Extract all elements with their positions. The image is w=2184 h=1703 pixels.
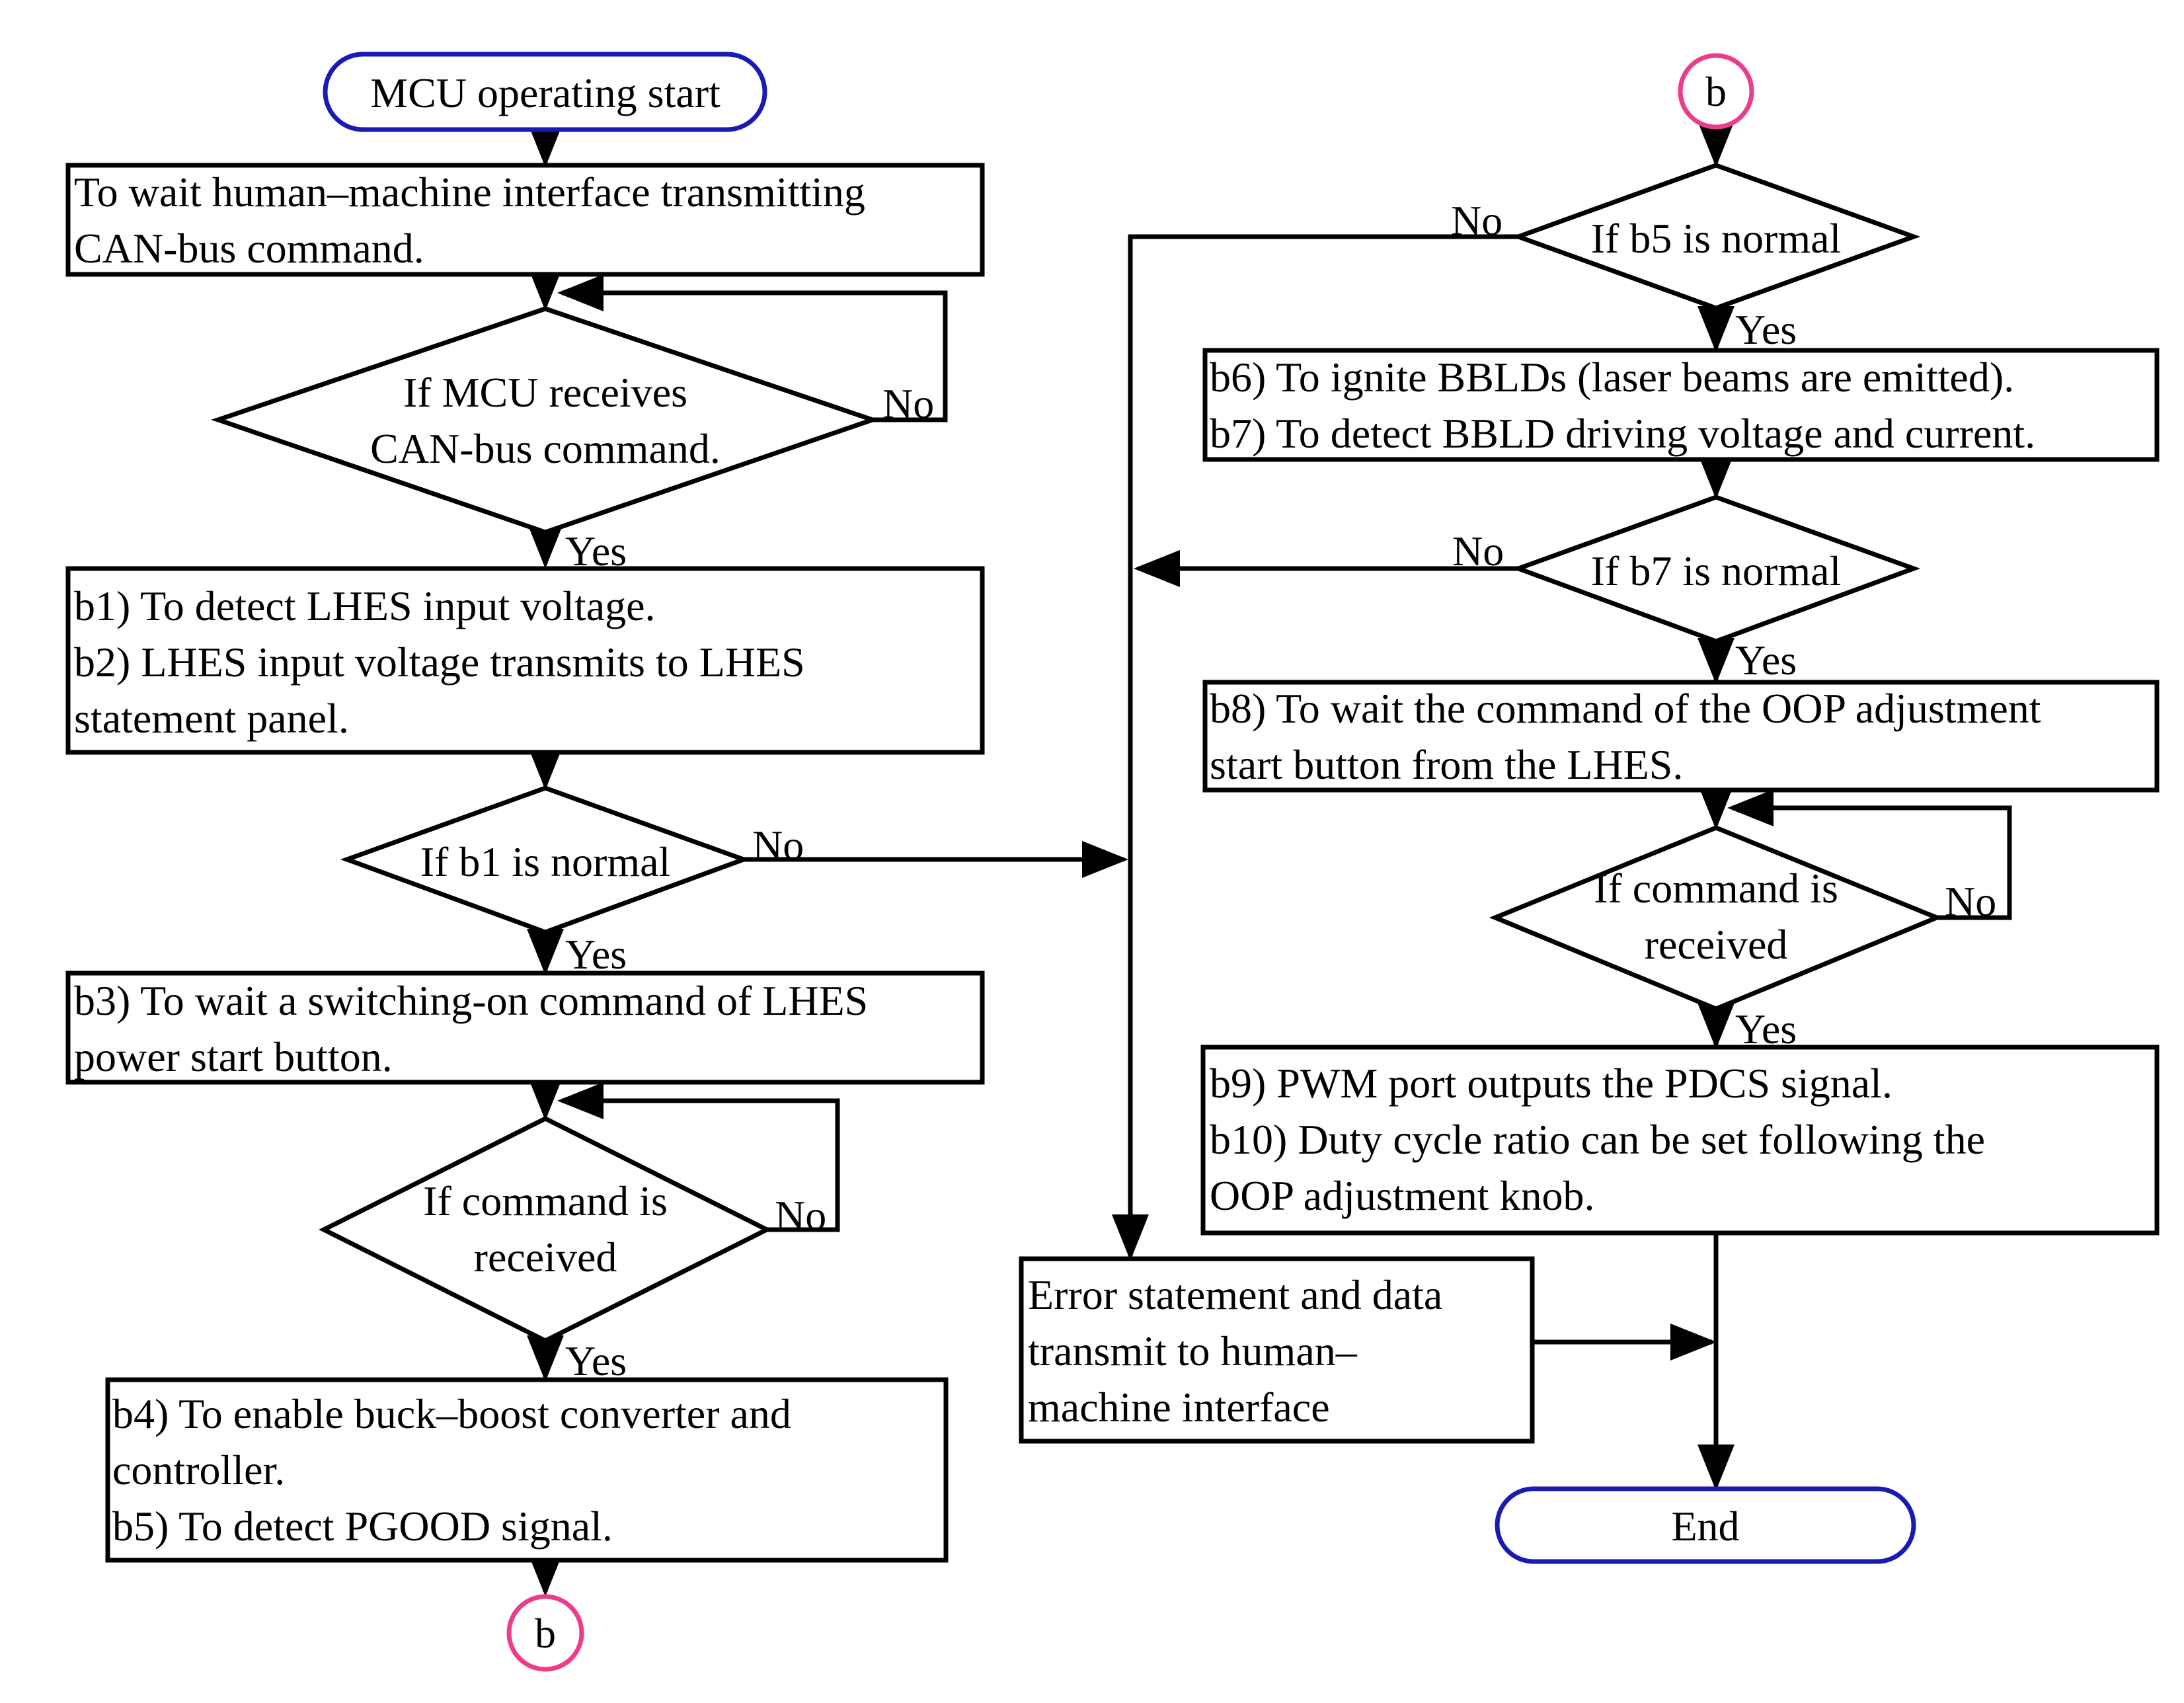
process-b1-b2: [65, 566, 985, 755]
process-b4-b5: [105, 1377, 949, 1563]
process-b9-b10: [1200, 1045, 2160, 1236]
connector-b-top-label: b: [1705, 68, 1727, 115]
label-yes-b1: Yes: [565, 931, 627, 978]
decision-can-line2: CAN-bus command.: [370, 425, 721, 472]
end-terminal-label: End: [1671, 1503, 1739, 1550]
end-terminal: [1495, 1486, 1916, 1564]
decision-b1-normal: [340, 785, 751, 935]
label-yes-cmd2: Yes: [1735, 1006, 1797, 1052]
decision-command-received-left: [319, 1116, 772, 1343]
decision-b7-label: If b7 is normal: [1591, 547, 1842, 594]
label-no-cmd2: No: [1945, 878, 1996, 925]
label-no-b7: No: [1452, 528, 1504, 574]
process-wait-can-line1: To wait human–machine interface transmit…: [74, 169, 865, 216]
connector-b-bottom: [506, 1594, 584, 1672]
label-no-can: No: [882, 380, 934, 427]
start-terminal: [323, 52, 767, 132]
start-terminal-label: MCU operating start: [370, 69, 721, 116]
decision-can-line1: If MCU receives: [403, 369, 687, 416]
process-b8-line1: b8) To wait the command of the OOP adjus…: [1210, 685, 2041, 732]
process-b1-b2-line2: b2) LHES input voltage transmits to LHES: [74, 639, 805, 686]
loop-cmd1-no: [557, 1082, 840, 1232]
process-wait-can-line2: CAN-bus command.: [74, 225, 424, 272]
process-error-line1: Error statement and data: [1028, 1271, 1442, 1318]
decision-can-received: [211, 306, 880, 535]
decision-b1-label: If b1 is normal: [420, 838, 671, 885]
process-error-statement: [1019, 1256, 1535, 1444]
connector-b-top: [1678, 53, 1754, 130]
process-b9-b10-line3: OOP adjustment knob.: [1210, 1172, 1595, 1219]
decision-cmd1-line2: received: [474, 1234, 617, 1281]
process-b6-b7: [1202, 348, 2160, 462]
process-b3-line1: b3) To wait a switching-on command of LH…: [74, 977, 868, 1024]
connector-lines: [527, 121, 2012, 1597]
process-b4-b5-line1: b4) To enable buck–boost converter and: [112, 1390, 791, 1437]
decision-cmd1-line1: If command is: [423, 1177, 668, 1224]
process-b8-line2: start button from the LHES.: [1210, 741, 1683, 788]
process-b4-b5-line2: controller.: [112, 1446, 285, 1493]
process-error-line2: transmit to human–: [1028, 1327, 1358, 1374]
label-yes-b5: Yes: [1735, 306, 1797, 353]
decision-command-received-right: [1489, 825, 1943, 1011]
label-no-cmd1: No: [775, 1192, 826, 1239]
arrow-b5-no: [1112, 234, 1518, 1261]
decision-b5-label: If b5 is normal: [1591, 215, 1842, 262]
label-yes-cmd1: Yes: [565, 1337, 627, 1384]
process-b9-b10-line1: b9) PWM port outputs the PDCS signal.: [1210, 1060, 1892, 1107]
decision-cmd2-line1: If command is: [1594, 865, 1838, 912]
process-b8: [1202, 680, 2160, 793]
process-b3-line2: power start button.: [74, 1033, 393, 1080]
process-wait-can: [65, 163, 985, 277]
process-b6-b7-line2: b7) To detect BBLD driving voltage and c…: [1210, 410, 2035, 457]
process-b1-b2-line3: statement panel.: [74, 695, 349, 742]
process-error-line3: machine interface: [1028, 1384, 1330, 1431]
process-b3: [65, 970, 985, 1085]
label-no-b5: No: [1451, 197, 1502, 244]
process-b4-b5-line3: b5) To detect PGOOD signal.: [112, 1503, 613, 1550]
decision-cmd2-line2: received: [1645, 921, 1788, 968]
label-yes-b7: Yes: [1735, 637, 1797, 684]
label-no-b1: No: [752, 822, 804, 869]
decision-b5-normal: [1511, 163, 1921, 311]
process-b9-b10-line2: b10) Duty cycle ratio can be set followi…: [1210, 1116, 1985, 1163]
loop-can-no: [557, 274, 948, 422]
connector-b-bottom-label: b: [535, 1610, 556, 1657]
decision-b7-normal: [1511, 495, 1921, 644]
process-b1-b2-line1: b1) To detect LHES input voltage.: [74, 582, 656, 629]
process-b6-b7-line1: b6) To ignite BBLDs (laser beams are emi…: [1210, 354, 2014, 401]
loop-cmd2-no: [1727, 789, 2012, 920]
